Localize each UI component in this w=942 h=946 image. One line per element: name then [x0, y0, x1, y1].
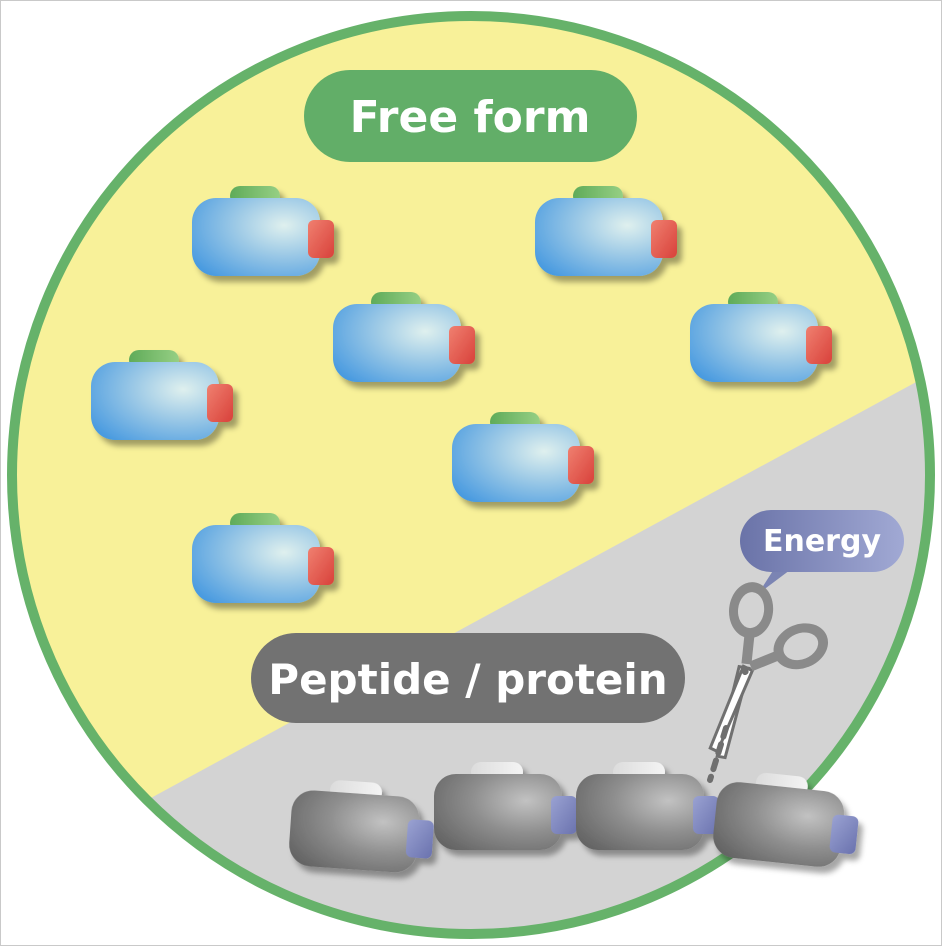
- scissors-icon: [708, 582, 829, 760]
- free-form-badge: Free form: [304, 70, 637, 162]
- chain-unit-cleaved: [711, 768, 863, 871]
- cut-line: [707, 725, 729, 783]
- free-form-label: Free form: [350, 92, 591, 143]
- outer-ring: [7, 11, 935, 939]
- energy-bubble: Energy: [740, 510, 904, 594]
- peptide-protein-badge: Peptide / protein: [251, 633, 685, 723]
- peptide-protein-label: Peptide / protein: [268, 655, 667, 704]
- energy-label: Energy: [763, 524, 881, 559]
